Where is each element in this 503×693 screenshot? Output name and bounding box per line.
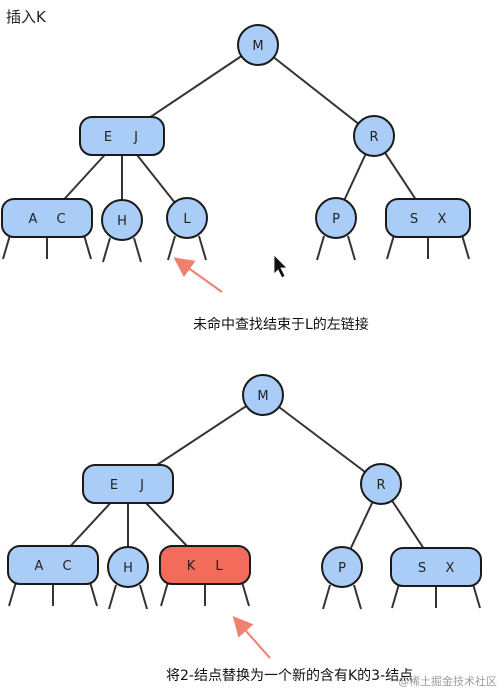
- node-key-label: E: [104, 130, 112, 145]
- null-link: [386, 234, 395, 260]
- null-link: [241, 581, 250, 607]
- node-key-label: X: [446, 561, 455, 576]
- tree-node-before-h: [101, 199, 143, 241]
- node-key-label: P: [332, 212, 340, 227]
- watermark: @稀土掘金技术社区: [398, 675, 497, 688]
- tree-node-after-sx: [390, 547, 482, 587]
- tree-node-before-sx: [385, 198, 471, 238]
- null-link: [83, 234, 92, 260]
- null-link: [322, 584, 331, 610]
- diagram-title: 插入K: [6, 8, 46, 26]
- null-link: [461, 234, 470, 260]
- tree-node-after-kl: [159, 545, 251, 585]
- node-key-label: P: [338, 561, 346, 576]
- node-key-label: M: [252, 39, 263, 54]
- node-key-label: R: [376, 478, 385, 493]
- tree-node-after-m: [242, 374, 284, 416]
- null-link: [167, 235, 176, 261]
- null-link: [353, 584, 362, 610]
- node-key-label: E: [110, 478, 118, 493]
- tree-edge-before-m-r: [257, 44, 375, 137]
- node-key-label: A: [29, 212, 38, 227]
- tree-node-before-ac: [1, 198, 93, 238]
- node-key-label: J: [133, 130, 138, 145]
- node-key-label: M: [257, 389, 268, 404]
- null-link: [102, 237, 111, 263]
- node-key-label: L: [215, 559, 223, 574]
- null-link: [139, 584, 148, 610]
- tree-node-after-ac: [7, 545, 99, 585]
- null-link: [160, 581, 169, 607]
- caption-replace-node: 将2-结点替换为一个新的含有K的3-结点: [166, 668, 414, 684]
- null-link: [198, 235, 207, 261]
- replace-pointer-arrow: [232, 616, 271, 659]
- node-key-label: S: [418, 561, 426, 576]
- null-link: [347, 235, 356, 261]
- tree-node-after-r: [360, 463, 402, 505]
- tree-node-after-p: [321, 546, 363, 588]
- tree-node-after-h: [107, 546, 149, 588]
- null-link: [316, 235, 325, 261]
- tree-node-before-m: [237, 24, 279, 66]
- node-key-label: C: [62, 559, 71, 574]
- null-link: [391, 583, 400, 609]
- tree-node-before-ej: [79, 116, 165, 156]
- node-key-label: L: [183, 212, 191, 227]
- node-key-label: R: [369, 130, 378, 145]
- node-key-label: C: [56, 212, 65, 227]
- caption-search-miss: 未命中查找结束于L的左链接: [193, 317, 369, 333]
- node-key-label: A: [35, 559, 44, 574]
- node-key-label: X: [438, 212, 447, 227]
- null-link: [2, 234, 11, 260]
- node-key-label: J: [139, 478, 144, 493]
- search-pointer-arrow: [173, 257, 223, 293]
- node-key-label: H: [117, 214, 127, 229]
- tree-node-before-p: [315, 197, 357, 239]
- tree-node-after-ej: [82, 464, 174, 504]
- null-link: [8, 581, 17, 607]
- node-key-label: H: [123, 561, 133, 576]
- null-link: [89, 581, 98, 607]
- null-link: [133, 237, 142, 263]
- node-key-label: K: [187, 559, 196, 574]
- tree-node-before-l: [166, 197, 208, 239]
- null-link: [472, 583, 481, 609]
- tree-node-before-r: [353, 115, 395, 157]
- tree-edge-after-m-r: [262, 394, 382, 485]
- node-key-label: S: [410, 212, 418, 227]
- null-link: [108, 584, 117, 610]
- mouse-cursor-icon: [273, 254, 288, 279]
